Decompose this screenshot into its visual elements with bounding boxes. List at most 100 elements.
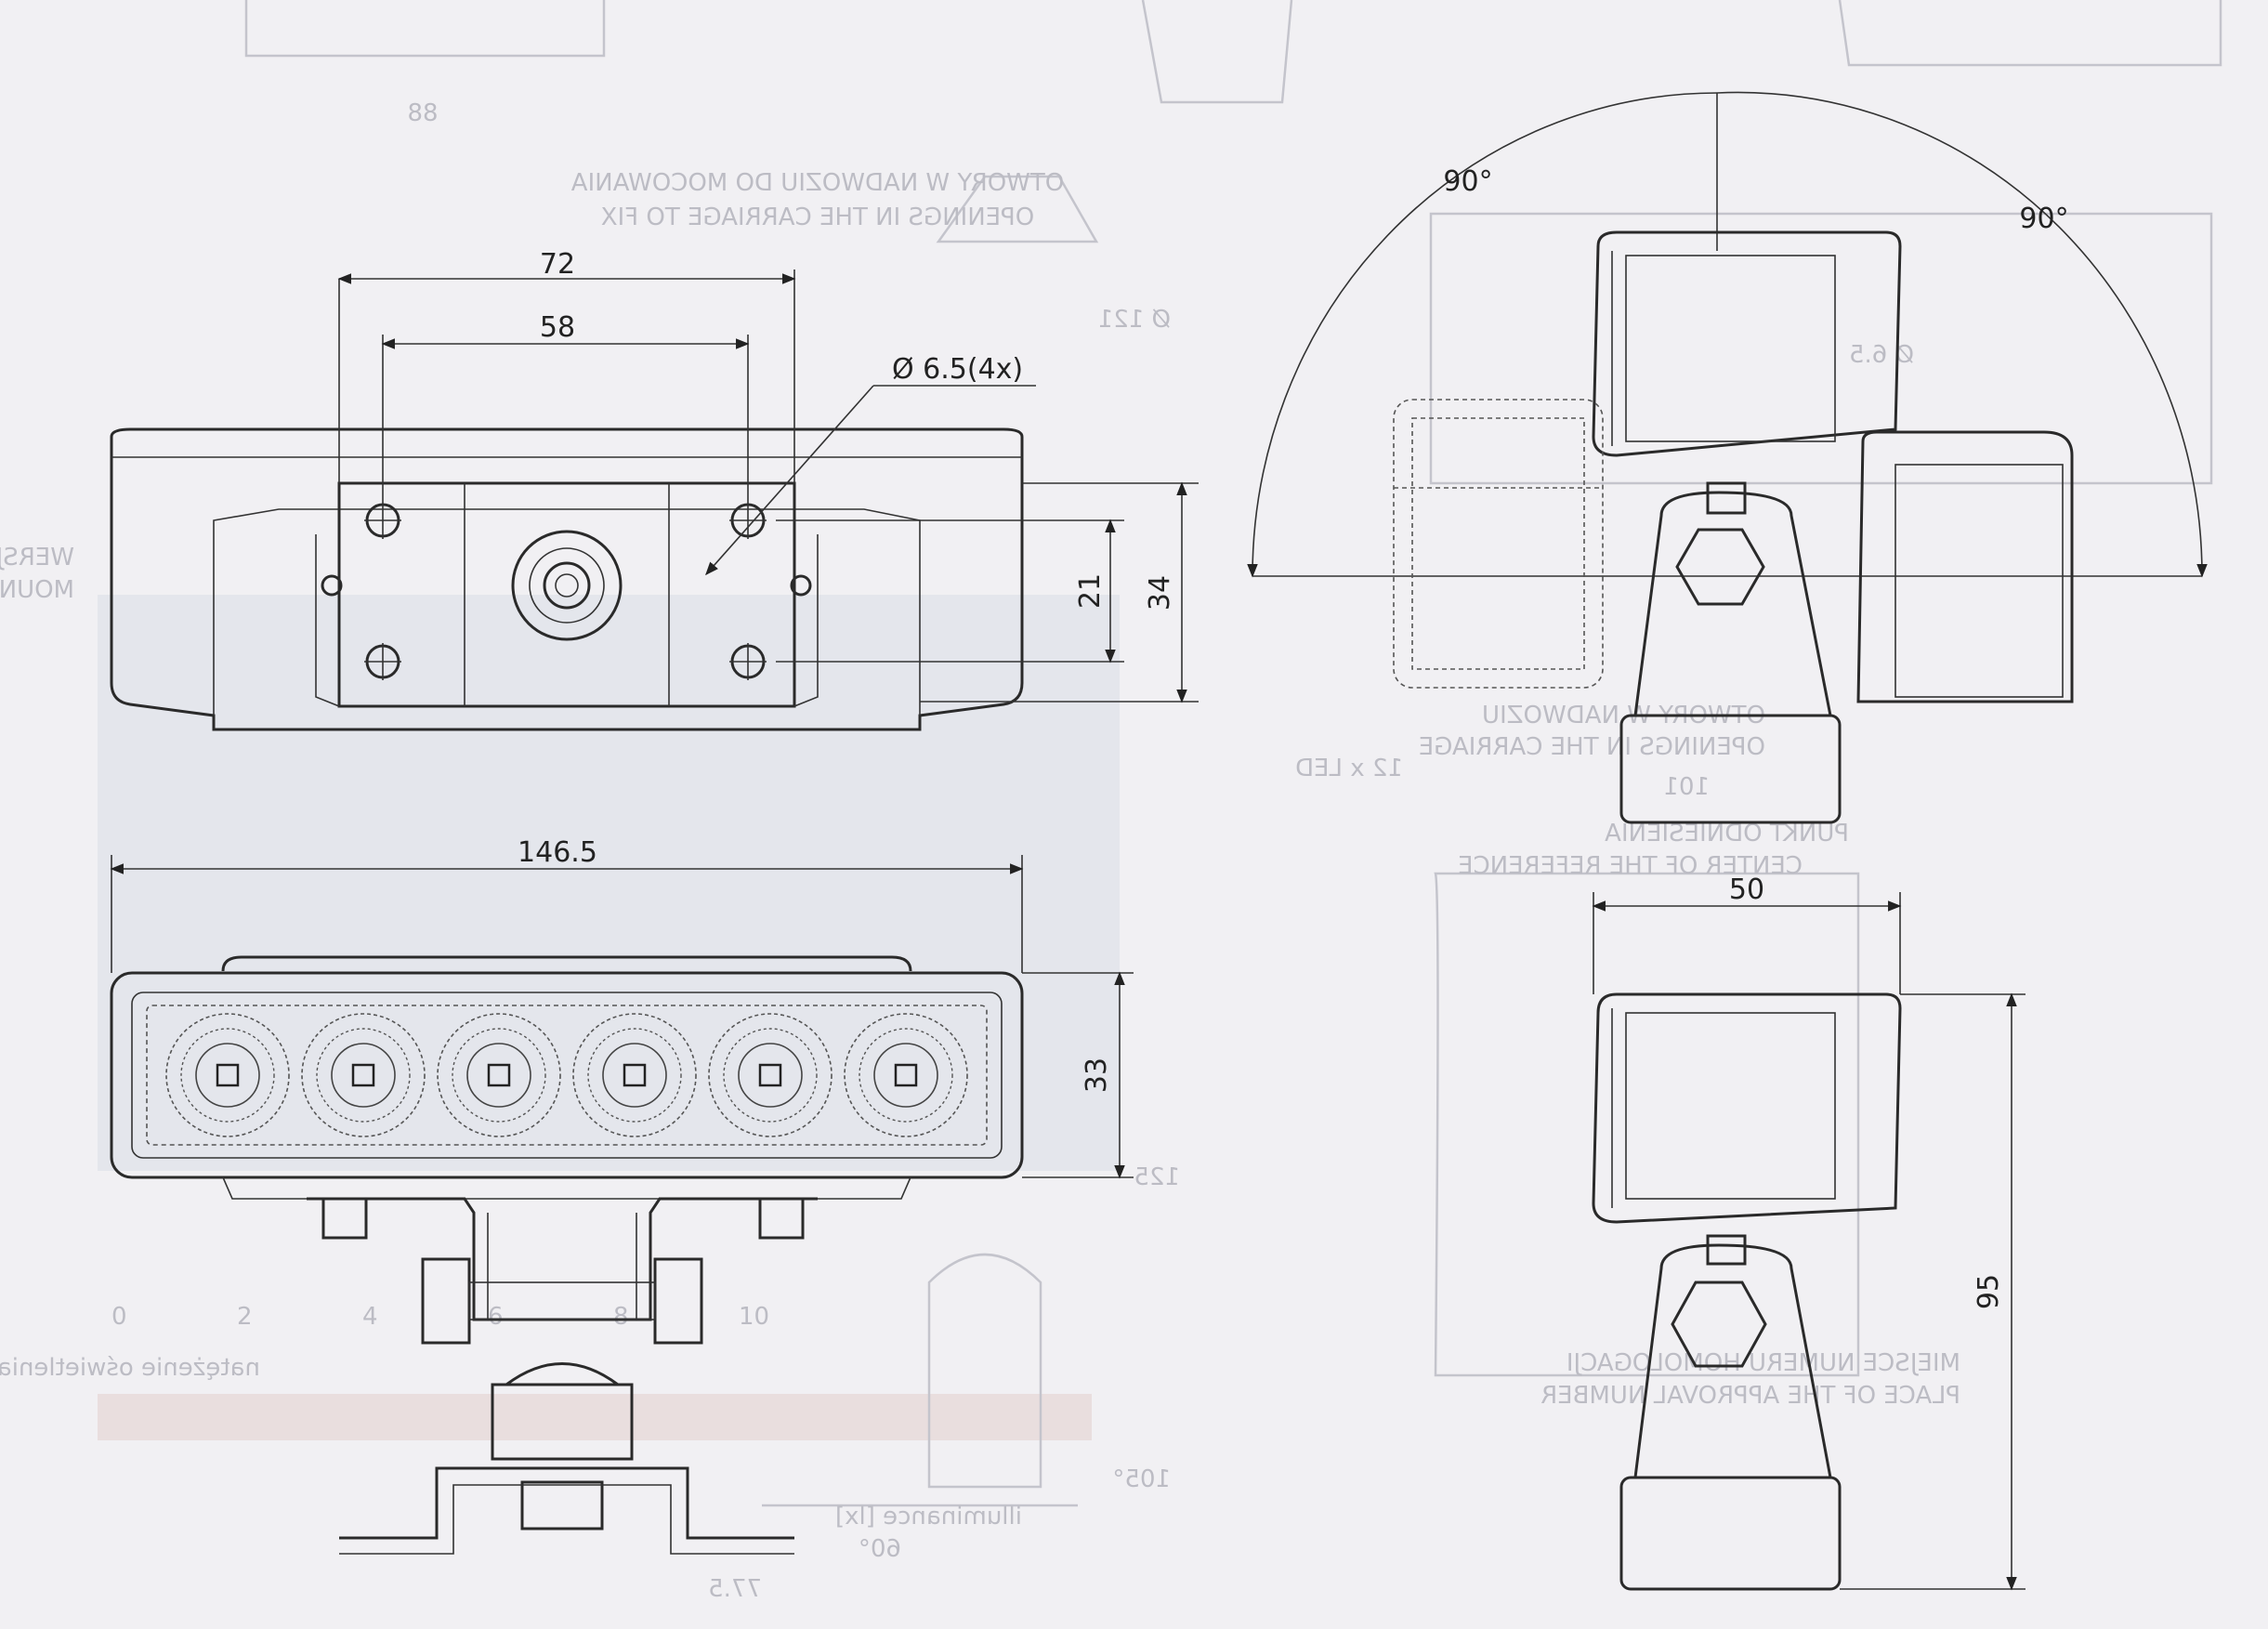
svg-text:8: 8 — [613, 1303, 629, 1331]
bleed-dim-105: 105° — [1112, 1465, 1171, 1493]
led-lens-inner — [146, 1005, 988, 1146]
side-base — [1619, 714, 1842, 824]
dim-33-text: 33 — [1081, 1058, 1113, 1093]
svg-text:6: 6 — [488, 1303, 504, 1331]
bracket-inner — [487, 1213, 637, 1320]
bleed-heading-en: OPENINGS IN THE CARRIAGE TO FIX — [601, 204, 1035, 231]
rotation-view: 90° 90° — [1247, 91, 2208, 824]
led-chip — [758, 1063, 782, 1087]
led-module — [165, 1013, 290, 1137]
svg-text:4: 4 — [362, 1303, 378, 1331]
bleed-dim-88: 88 — [407, 99, 438, 127]
bleed-dim-101: 101 — [1663, 773, 1710, 801]
dimension-50: 50 — [1592, 874, 1902, 994]
angle-right-text: 90° — [2019, 203, 2068, 235]
dimension-34: 34 — [920, 481, 1199, 703]
side-view: 50 95 — [1592, 874, 2025, 1591]
central-pivot-bolt — [511, 530, 623, 641]
side-screw-left — [321, 574, 343, 597]
nut-right — [758, 1197, 805, 1240]
rotation-arc-right — [1716, 91, 2208, 578]
bleed-ref-pl: PUNKT ODNIESIENIA — [1605, 820, 1849, 847]
bleed-approval-en: PLACE OF THE APPROVAL NUMBER — [1540, 1382, 1960, 1410]
bleed-axis-left: natężenie oświetlenia [lx] — [0, 1354, 260, 1382]
bleed-base — [936, 175, 1099, 243]
side-screw-right — [790, 574, 812, 597]
side-clamps — [315, 534, 819, 707]
dim-95-text: 95 — [1973, 1274, 2005, 1309]
mounting-plate — [337, 481, 796, 708]
mounting-hole-tl — [364, 502, 401, 539]
bleed-dim-125: 125 — [1134, 1163, 1180, 1191]
svg-text:2: 2 — [237, 1303, 253, 1331]
top-view: 72 58 Ø 6.5(4x) 21 34 — [110, 248, 1199, 731]
rotation-arc-left — [1247, 92, 1718, 578]
base-foot — [339, 1466, 794, 1540]
led-module — [708, 1013, 832, 1137]
dimension-hole-diameter: Ø 6.5(4x) — [705, 353, 1036, 576]
led-row — [165, 1013, 968, 1137]
bleed-bracket — [927, 1253, 1042, 1489]
led-module — [844, 1013, 968, 1137]
led-chip — [623, 1063, 647, 1087]
led-module — [437, 1013, 561, 1137]
bleed-top-right — [1838, 0, 2222, 67]
nut-left — [321, 1197, 368, 1240]
pivot-dome — [502, 1362, 623, 1386]
lamp-rotated-right — [1856, 430, 2074, 703]
bleed-led-label: 12 x LED — [1295, 755, 1403, 782]
led-housing-bottom — [222, 1176, 911, 1200]
bleed-frame-lower — [1434, 872, 1860, 1377]
led-chip — [894, 1063, 918, 1087]
bleed-approval-pl: MIEJSCE NUMERU HOMOLOGACJI — [1567, 1349, 1960, 1377]
led-chip — [351, 1063, 375, 1087]
bleed-bar — [98, 1394, 1092, 1440]
dim-21-text: 21 — [1074, 573, 1107, 609]
lamp-upright — [1592, 230, 1902, 457]
pivot-block — [491, 1383, 634, 1461]
dim-72-text: 72 — [540, 248, 575, 281]
dimension-146-5: 146.5 — [110, 836, 1024, 973]
plate-folds — [464, 483, 670, 706]
dimension-58: 58 — [381, 311, 750, 502]
angle-left-text: 90° — [1443, 165, 1492, 198]
side-bolt-right — [653, 1257, 703, 1345]
dim-34-text: 34 — [1144, 575, 1176, 611]
dim-58-text: 58 — [540, 311, 575, 344]
led-chip — [216, 1063, 240, 1087]
bracket-u — [307, 1197, 818, 1321]
led-housing-top — [221, 955, 912, 972]
led-housing — [110, 971, 1024, 1179]
bleed-ref-en: CENTER OF THE REFERENCE — [1458, 852, 1803, 880]
bleed-dim-60: 60° — [859, 1535, 901, 1563]
base-foot-inner — [339, 1484, 794, 1555]
side-stand-base — [1619, 1476, 1842, 1591]
led-module — [301, 1013, 426, 1137]
housing-rear-wall — [213, 508, 921, 716]
dimension-33: 33 — [1022, 971, 1134, 1179]
base-nut — [520, 1480, 604, 1530]
side-lamp-head — [1592, 992, 1902, 1224]
mounting-hole-br — [729, 643, 767, 680]
dim-50-text: 50 — [1729, 874, 1764, 906]
dimension-95: 95 — [1840, 992, 2025, 1591]
bleed-openings-right: OPENINGS IN THE CARRIAGE — [1419, 733, 1765, 761]
bleed-mount-en: MOUNTING VERSION — [0, 576, 74, 604]
dimension-72: 72 — [337, 248, 796, 483]
led-lens — [131, 992, 1003, 1159]
bleed-top-frame — [244, 0, 606, 58]
bleed-mount-pl: WERSJA MOCOWANIA — [0, 544, 74, 571]
side-hex-bolt — [1671, 1281, 1767, 1368]
mounting-hole-bl — [364, 643, 401, 680]
svg-text:0: 0 — [111, 1303, 127, 1331]
bolt-shaft — [468, 1281, 656, 1320]
mounting-hole-tr — [729, 502, 767, 539]
bleed-frame-right — [1429, 212, 2213, 485]
front-bracket — [307, 1197, 818, 1555]
dim-146-5-text: 146.5 — [518, 836, 597, 869]
lamp-rotated-left — [1393, 399, 1604, 689]
bleed-dim-77-5: 77.5 — [708, 1575, 762, 1603]
dimension-21: 21 — [776, 519, 1124, 663]
